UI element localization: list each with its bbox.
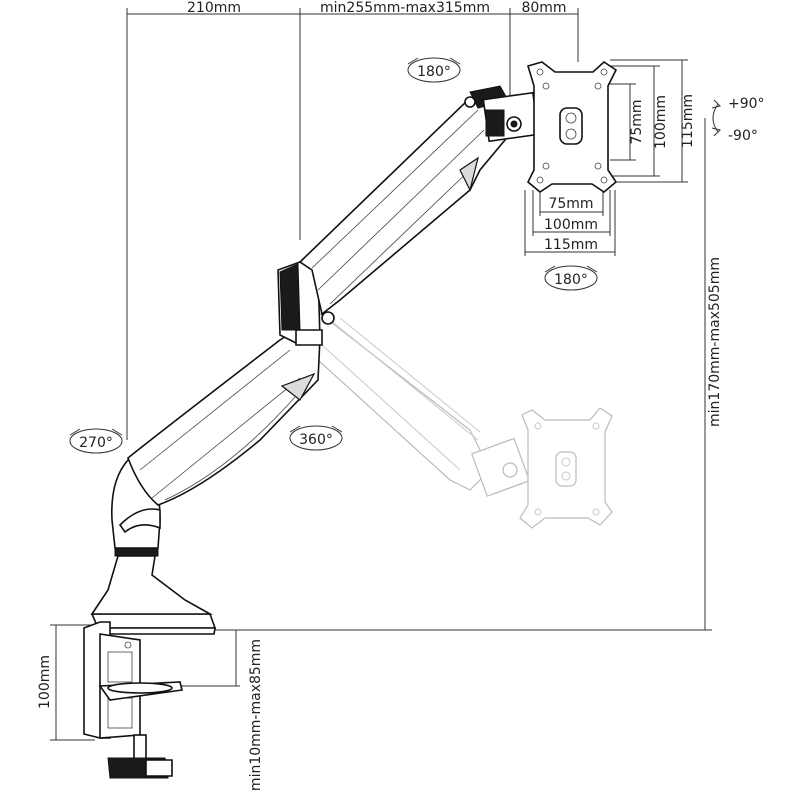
dim-height-range: min170mm-max505mm	[707, 257, 723, 427]
rotation-top: 180°	[417, 64, 451, 80]
dim-vesa-v-115: 115mm	[680, 94, 696, 148]
rotation-arrow-icon	[407, 57, 461, 83]
dim-clamp-height: 100mm	[37, 655, 53, 709]
base-column	[90, 459, 214, 615]
rotation-lower-arm: 360°	[299, 432, 333, 448]
ghost-arm-position	[317, 310, 613, 529]
dim-vesa-h-100: 100mm	[544, 217, 598, 233]
elbow-joint	[277, 258, 335, 346]
rotation-arrow-icon	[544, 265, 598, 291]
dim-desk-thickness: min10mm-max85mm	[248, 639, 264, 791]
dim-vesa-h-115: 115mm	[544, 237, 598, 253]
dim-vesa-v-75: 75mm	[629, 99, 645, 144]
vesa-plate	[527, 60, 618, 193]
rotation-vesa-bottom: 180°	[554, 272, 588, 288]
rotation-markers	[69, 57, 721, 454]
dimension-lines	[50, 8, 712, 741]
upper-arm	[298, 85, 511, 316]
dim-vesa-v-100: 100mm	[653, 95, 669, 149]
tilt-arrow-icon	[712, 103, 719, 133]
rotation-labels: 180° 180° 270° 360° +90° -90°	[79, 64, 764, 451]
rotation-tilt-down: -90°	[728, 128, 758, 144]
rotation-base: 270°	[79, 435, 113, 451]
dim-vesa-h-75: 75mm	[548, 196, 593, 212]
tilt-head	[482, 91, 540, 143]
dim-top-middle: min255mm-max315mm	[320, 0, 490, 16]
rotation-arrow-icon	[289, 425, 343, 451]
rotation-arrow-icon	[69, 428, 123, 454]
dim-top-left: 210mm	[187, 0, 241, 16]
lower-arm	[127, 329, 321, 506]
desk-clamp	[83, 613, 217, 779]
dim-top-right: 80mm	[521, 0, 566, 16]
dimension-labels: 210mm min255mm-max315mm 80mm 75mm 100mm …	[37, 0, 723, 791]
rotation-tilt-up: +90°	[728, 96, 765, 112]
